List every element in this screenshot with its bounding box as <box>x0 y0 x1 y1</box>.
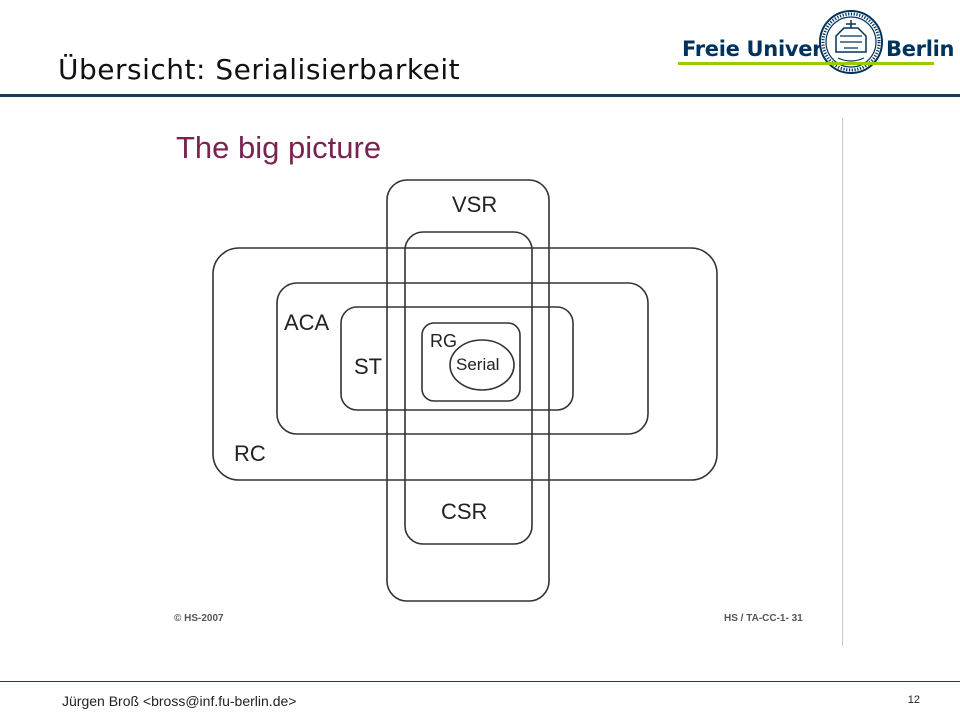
logo-wordmark-right: Berlin <box>886 37 955 61</box>
csr-region <box>404 231 533 545</box>
university-logo: Freie Universität Berlin <box>678 6 954 86</box>
label-rg: RG <box>430 331 457 351</box>
footer-author: Jürgen Broß <bross@inf.fu-berlin.de> <box>62 693 297 709</box>
diagram-shapes <box>212 179 718 602</box>
logo-accent-bar <box>678 62 934 65</box>
vsr-region <box>386 179 550 602</box>
aca-region <box>276 282 649 435</box>
label-rc: RC <box>234 441 266 466</box>
label-csr: CSR <box>441 499 488 524</box>
page-number: 12 <box>907 694 920 706</box>
figure-reference: HS / TA-CC-1- 31 <box>724 613 803 624</box>
figure-divider <box>842 118 843 646</box>
serial-region <box>449 339 515 391</box>
rg-region <box>421 322 521 402</box>
university-seal-icon <box>819 10 883 74</box>
rc-region <box>212 247 718 481</box>
figure-title: The big picture <box>176 130 382 165</box>
slide-title: Übersicht: Serialisierbarkeit <box>58 53 461 86</box>
st-region <box>340 306 574 411</box>
label-vsr: VSR <box>452 192 498 217</box>
label-aca: ACA <box>284 310 330 335</box>
label-serial: Serial <box>456 355 500 374</box>
figure-copyright: © HS-2007 <box>174 613 224 624</box>
header-rule <box>0 94 960 97</box>
serializability-diagram: The big picture VSR ACA ST RG Serial RC … <box>158 110 848 650</box>
footer-rule <box>0 681 960 682</box>
label-st: ST <box>354 354 383 379</box>
